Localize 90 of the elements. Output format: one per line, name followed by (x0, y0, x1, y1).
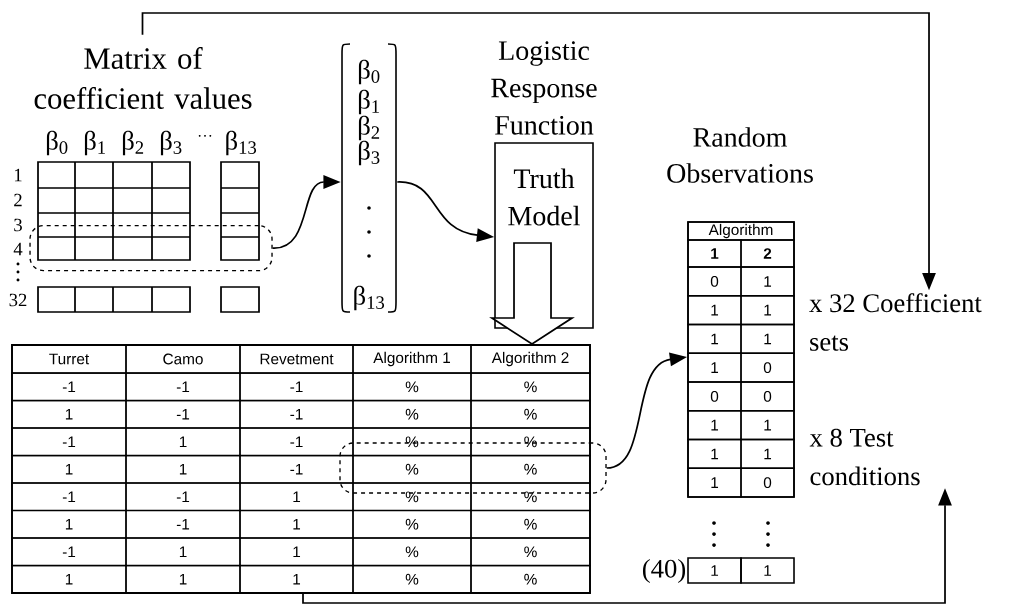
table-cell: 1 (239, 537, 354, 567)
table-cell: 1 (740, 410, 795, 441)
row-number: 32 (9, 293, 27, 307)
table-cell: 1 (740, 266, 795, 297)
table-cell: -1 (239, 427, 354, 457)
table-cell: % (470, 399, 591, 429)
table-cell: -1 (11, 427, 127, 457)
column-header: Algorithm 1 (352, 344, 472, 374)
table-cell: -1 (125, 482, 241, 512)
table-cell: 1 (125, 454, 241, 484)
table-cell: % (470, 372, 591, 402)
table-cell: % (352, 482, 472, 512)
table-cell: 1 (125, 537, 241, 567)
table-cell: -1 (239, 372, 354, 402)
vector-entry: β$_{3}$ (358, 140, 380, 166)
column-header: Revetment (239, 344, 354, 374)
table-cell: 0 (687, 266, 742, 297)
table-cell: -1 (11, 537, 127, 567)
table-cell: % (470, 509, 591, 539)
table-cell: -1 (11, 482, 127, 512)
table-cell: 1 (740, 295, 795, 326)
table-cell: 1 (239, 509, 354, 539)
table-cell: % (470, 427, 591, 457)
heading: Random Observations (667, 127, 813, 183)
table-cell: % (352, 537, 472, 567)
table-cell: 0 (687, 381, 742, 412)
table-cell: 1 (11, 399, 127, 429)
table-cell: 1 (11, 564, 127, 594)
table-cell: -1 (239, 399, 354, 429)
table-cell: -1 (239, 454, 354, 484)
table-cell: 1 (239, 482, 354, 512)
vector-entry: β$_{1}$ (358, 89, 379, 115)
table-cell: 1 (687, 467, 742, 498)
block-arrow (489, 242, 575, 346)
table-cell: % (470, 482, 591, 512)
selection-outline (29, 224, 273, 272)
ellipsis: ··· (198, 134, 212, 137)
vector-entry: β$_{13}$ (354, 285, 385, 311)
table-cell: 1 (11, 454, 127, 484)
table-cell: % (352, 427, 472, 457)
table-cell: 1 (687, 295, 742, 326)
table-cell: % (352, 564, 472, 594)
box-label: Truth Model (508, 168, 580, 226)
table-cell: 1 (740, 438, 795, 469)
column-label: β$_{13}$ (226, 130, 257, 156)
table-cell: 1 (125, 564, 241, 594)
row-number: 2 (14, 193, 22, 207)
table-cell: % (352, 454, 472, 484)
table-cell: 0 (740, 467, 795, 498)
table-cell: 1 (687, 323, 742, 354)
heading: Matrix of coefficient values (34, 47, 252, 109)
column-header: Turret (11, 344, 127, 374)
table-cell: 1 (740, 557, 795, 584)
column-label: β$_{3}$ (160, 130, 182, 156)
table-cell: -1 (125, 372, 241, 402)
table-cell: 1 (687, 438, 742, 469)
column-header: 1 (687, 239, 742, 268)
table-cell: -1 (11, 372, 127, 402)
table-cell: % (470, 537, 591, 567)
table-cell: 1 (687, 352, 742, 383)
vector-entry: β$_{0}$ (358, 59, 380, 85)
table-cell: 1 (125, 427, 241, 457)
vector-entry: β$_{2}$ (358, 115, 380, 141)
column-label: β$_{0}$ (46, 130, 68, 156)
table-cell: 1 (11, 509, 127, 539)
column-header: Algorithm (687, 221, 795, 241)
table-cell: 1 (687, 410, 742, 441)
column-header: Algorithm 2 (470, 344, 591, 374)
table-cell: % (352, 399, 472, 429)
table-cell: 0 (740, 381, 795, 412)
column-header: 2 (740, 239, 795, 268)
table-cell: % (352, 509, 472, 539)
table-cell: -1 (125, 509, 241, 539)
row-number: (40) (642, 558, 686, 584)
table-cell: % (470, 564, 591, 594)
annotation: x 32 Coefficient sets (809, 293, 982, 351)
annotation: x 8 Test conditions (809, 428, 920, 486)
table-cell: 1 (687, 557, 742, 584)
column-label: β$_{2}$ (122, 130, 144, 156)
table-cell: % (352, 372, 472, 402)
table-cell: 1 (239, 564, 354, 594)
table-cell: % (470, 454, 591, 484)
table-cell: 0 (740, 352, 795, 383)
table-cell: 1 (740, 323, 795, 354)
row-number: 3 (14, 218, 22, 232)
table-cell: -1 (125, 399, 241, 429)
row-number: 1 (14, 168, 22, 182)
column-label: β$_{1}$ (84, 130, 105, 156)
column-header: Camo (125, 344, 241, 374)
heading: Logistic Response Function (491, 41, 597, 135)
